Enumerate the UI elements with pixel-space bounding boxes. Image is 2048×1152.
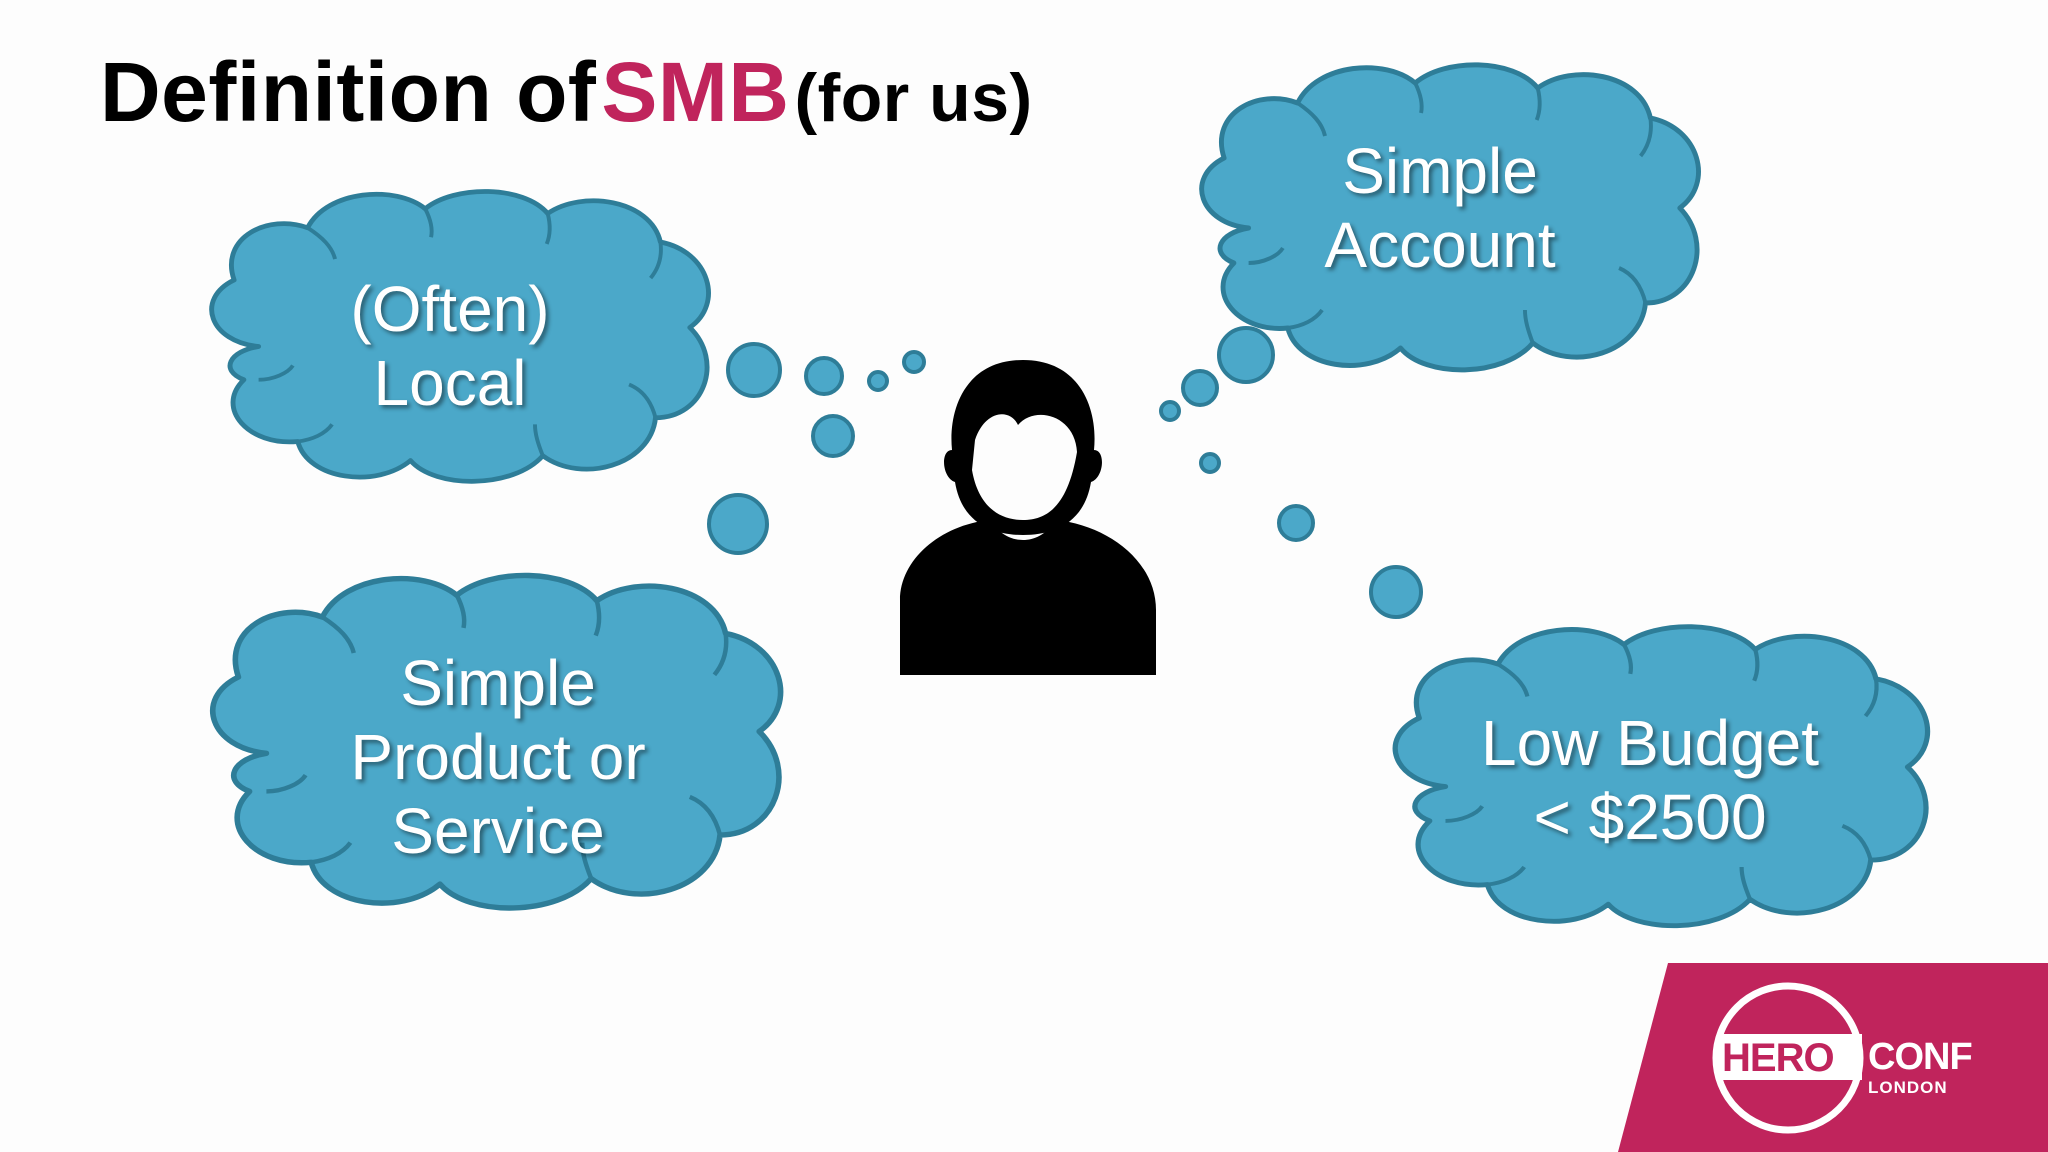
title-suffix: (for us) xyxy=(794,60,1033,136)
slide-title: Definition of SMB (for us) xyxy=(100,44,1033,141)
cloud-account-text: Simple Account xyxy=(1280,134,1600,282)
cloud-local-line1: (Often) xyxy=(350,273,550,345)
cloud-product-line1: Simple xyxy=(400,647,596,719)
cloud-account-line2: Account xyxy=(1324,209,1556,281)
logo-conf-text: CONF xyxy=(1868,1036,1973,1078)
cloud-local-line2: Local xyxy=(373,347,527,419)
logo-hero-text: HERO xyxy=(1722,1036,1835,1080)
cloud-product-text: Simple Product or Service xyxy=(318,646,678,868)
thought-bubbles xyxy=(707,326,1423,619)
cloud-budget-text: Low Budget < $2500 xyxy=(1440,706,1860,854)
cloud-budget-line1: Low Budget xyxy=(1480,707,1820,779)
cloud-product-line2: Product or xyxy=(350,721,646,793)
title-highlight: SMB xyxy=(601,45,790,139)
cloud-local-text: (Often) Local xyxy=(300,272,600,420)
user-silhouette-icon xyxy=(900,360,1156,675)
heroconf-logo xyxy=(1618,963,2048,1152)
cloud-account-line1: Simple xyxy=(1342,135,1538,207)
cloud-budget-line2: < $2500 xyxy=(1533,781,1767,853)
logo-city-text: LONDON xyxy=(1868,1078,1948,1097)
cloud-product-line3: Service xyxy=(391,795,605,867)
title-prefix: Definition of xyxy=(100,45,597,139)
